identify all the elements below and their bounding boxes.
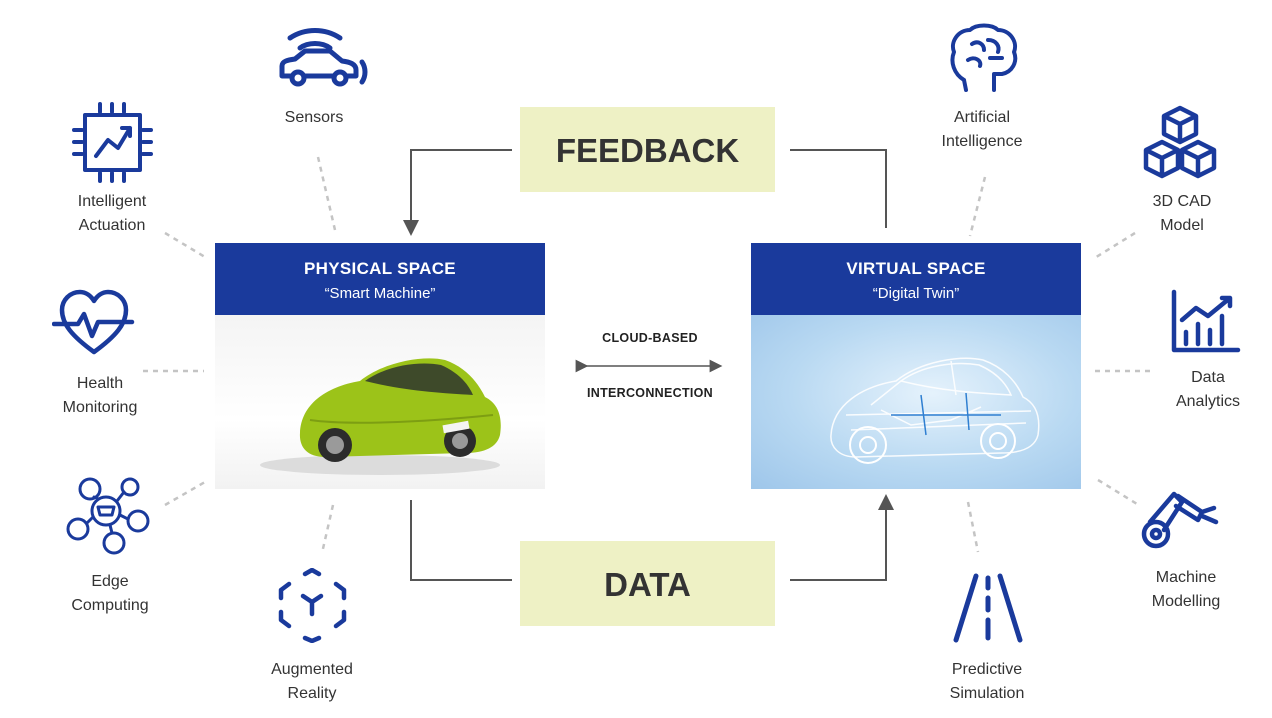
road-icon xyxy=(948,572,1028,644)
heart-pulse-icon xyxy=(51,288,137,358)
green-car-icon xyxy=(260,358,501,475)
physical-space-panel: PHYSICAL SPACE “Smart Machine” xyxy=(215,243,545,489)
feedback-tag: FEEDBACK xyxy=(520,107,775,192)
ar-cube-icon xyxy=(275,567,350,644)
data-line-left xyxy=(410,500,512,581)
digital-twin-image xyxy=(751,315,1081,489)
cubes-icon xyxy=(1138,104,1223,184)
physical-space-header: PHYSICAL SPACE “Smart Machine” xyxy=(215,243,545,315)
feedback-arrow xyxy=(403,149,512,236)
chip-chart-icon xyxy=(70,100,155,185)
bar-chart-icon xyxy=(1168,288,1243,358)
feedback-line-right xyxy=(790,149,887,228)
label-sensors: Sensors xyxy=(284,109,344,126)
cloud-based-label: CLOUD-BASED xyxy=(602,331,698,345)
data-tag: DATA xyxy=(520,541,775,626)
virtual-space-panel: VIRTUAL SPACE “Digital Twin” xyxy=(751,243,1081,489)
brain-icon xyxy=(944,22,1024,97)
car-sensor-icon xyxy=(270,26,370,96)
robot-arm-icon xyxy=(1140,484,1230,554)
network-nodes-icon xyxy=(64,477,154,557)
virtual-space-header: VIRTUAL SPACE “Digital Twin” xyxy=(751,243,1081,315)
virtual-space-subtitle: “Digital Twin” xyxy=(872,285,960,302)
virtual-space-title: VIRTUAL SPACE xyxy=(846,259,986,278)
data-arrow xyxy=(790,494,894,581)
wireframe-car-icon xyxy=(830,357,1040,464)
smart-machine-image xyxy=(215,315,545,489)
physical-space-subtitle: “Smart Machine” xyxy=(324,285,436,302)
interconnection-label: INTERCONNECTION xyxy=(586,386,714,400)
physical-space-title: PHYSICAL SPACE xyxy=(304,259,456,278)
